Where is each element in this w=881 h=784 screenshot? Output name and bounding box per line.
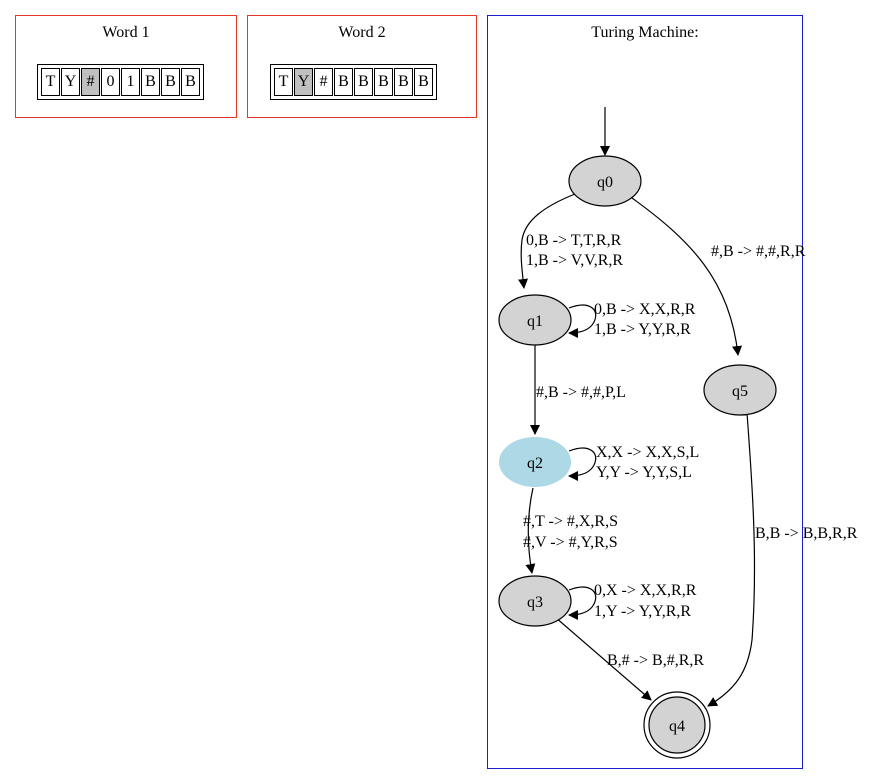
svg-text:q4: q4 [669,718,685,735]
state-q5: q5 [703,364,777,416]
word2-tape-cell: B [394,68,413,96]
label-q5-q4: B,B -> B,B,R,R [755,525,858,542]
edge-q0-q1 [518,193,576,289]
word1-tape-cell: 0 [101,68,120,96]
label-q0-q5: #,B -> #,#,R,R [711,243,806,260]
word2-tape-cell: B [334,68,353,96]
edge-q1-q1 [568,304,597,338]
word1-tape-cell: B [181,68,200,96]
machine-panel: Turing Machine: [487,15,803,769]
state-node [499,437,571,487]
state-q1: q1 [498,294,572,346]
word1-tape-cell: Y [61,68,80,96]
state-node [568,155,642,207]
label-q1-q1-line2: 1,B -> Y,Y,R,R [594,321,691,338]
word2-tape-cell: B [414,68,433,96]
edge-q5-q4 [707,412,756,707]
edge-q2-q2 [568,447,597,481]
word2-title: Word 2 [338,24,386,41]
state-q2: q2 [499,437,571,487]
word1-tape-cell: T [41,68,60,96]
word2-tape-cell: B [374,68,393,96]
word2-head-cell: Y [294,68,313,96]
svg-text:q3: q3 [527,594,543,611]
word2-tape-cell: T [274,68,293,96]
svg-text:q5: q5 [732,383,748,400]
state-q3: q3 [498,575,572,627]
label-q2-q3-line1: #,T -> #,X,R,S [523,513,618,530]
accept-ring [643,691,711,759]
edge-q0-q5 [631,197,743,356]
svg-text:q2: q2 [527,455,543,472]
label-q3-q4: B,# -> B,#,R,R [607,652,704,669]
label-q2-q3-line2: #,V -> #,Y,R,S [523,534,618,551]
machine-title: Turing Machine: [591,24,699,41]
word2-tape-cell: # [314,68,333,96]
state-q4: q4 [643,691,711,759]
state-q0: q0 [568,155,642,207]
state-node [703,364,777,416]
word1-tape-cell: 1 [121,68,140,96]
label-q3-q3-line2: 1,Y -> Y,Y,R,R [594,603,691,620]
label-q2-q2-line1: X,X -> X,X,S,L [596,444,699,461]
word1-tape-cell: B [161,68,180,96]
label-q3-q3-line1: 0,X -> X,X,R,R [594,582,697,599]
svg-text:q1: q1 [527,313,543,330]
svg-text:q0: q0 [597,174,613,191]
word1-title: Word 1 [102,24,150,41]
label-q1-q1-line1: 0,B -> X,X,R,R [594,301,696,318]
state-node [498,294,572,346]
label-q2-q2-line2: Y,Y -> Y,Y,S,L [596,464,692,481]
word2-tape-cell: B [354,68,373,96]
word1-head-cell: # [81,68,100,96]
edge-q2-q3 [525,487,536,574]
label-q0-q1-line1: 0,B -> T,T,R,R [526,232,622,249]
edge-q3-q3 [568,586,597,620]
label-q0-q1-line2: 1,B -> V,V,R,R [526,252,623,269]
word1-tape-cell: B [141,68,160,96]
state-node [498,575,572,627]
state-node [648,696,706,754]
label-q1-q2: #,B -> #,#,P,L [536,384,626,401]
edge-q3-q4 [554,616,652,701]
